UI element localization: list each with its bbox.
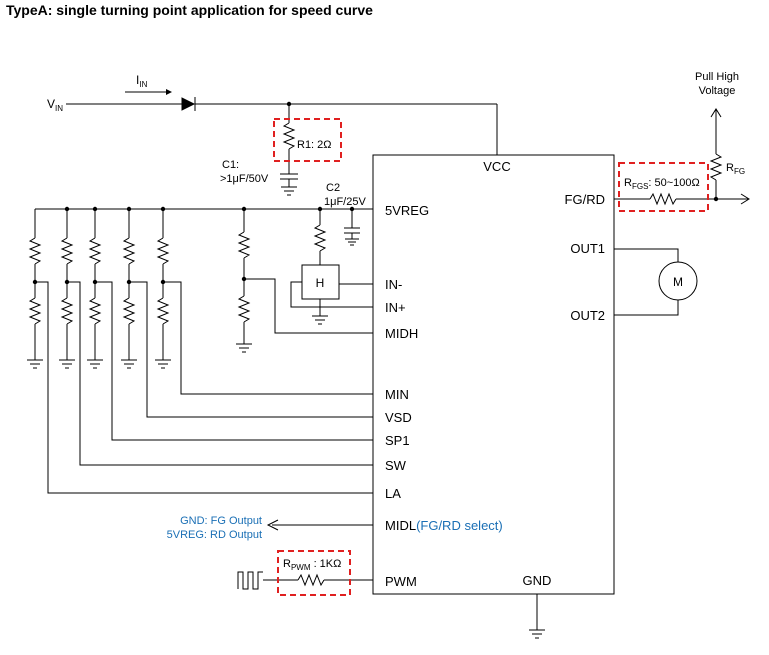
rfgs-resistor [649,192,677,206]
rpwm-highlight-box [277,550,351,596]
pin-la: LA [385,486,401,501]
rpwm-resistor [297,573,325,587]
pin-gnd: GND [523,573,552,588]
pin-midl: MIDL(FG/RD select) [385,518,503,533]
c2-label-line2: 1μF/25V [324,196,366,208]
out1-wire [614,248,679,262]
pin-midh: MIDH [385,326,418,341]
page-title: TypeA: single turning point application … [6,2,373,18]
pin-min: MIN [385,387,409,402]
pin-vsd: VSD [385,410,412,425]
midl-gnd-note: GND: FG Output [180,515,262,527]
pin-sp1: SP1 [385,433,410,448]
ground-icon [312,315,328,325]
rpwm-label: RPWM : 1KΩ [283,558,341,572]
rfgs-label: RFGS: 50~100Ω [624,177,700,191]
pin-5vreg: 5VREG [385,203,429,218]
pullup-arrow-icon [710,108,722,118]
divider-network [27,209,373,494]
rfg-label: RFG [726,162,745,176]
hall-label: H [316,276,325,290]
midl-vreg-note: 5VREG: RD Output [167,529,262,541]
vin-label: VIN [47,97,63,113]
r1-resistor [282,122,296,150]
iin-label: IIN [136,73,148,89]
c2-label-line1: C2 [326,182,340,194]
pwm-waveform-icon [237,571,263,590]
ground-icon [236,343,252,353]
fg-arrow-icon [740,193,750,205]
pin-in-minus: IN- [385,277,402,292]
motor-icon [658,261,698,301]
pin-out2: OUT2 [570,308,605,323]
iin-arrow-icon [125,89,172,95]
diode-icon [181,97,196,111]
ic-body [372,154,615,595]
c1-label-line1: C1: [222,159,239,171]
pin-pwm: PWM [385,574,417,589]
pin-in-plus: IN+ [385,300,406,315]
motor-label: M [673,275,683,289]
c1-label-line2: >1μF/50V [220,173,269,185]
out2-wire [614,300,679,316]
pin-fg-rd: FG/RD [565,192,605,207]
midh-wire [244,278,373,334]
pin-sw: SW [385,458,407,473]
in-plus-wire [290,281,373,308]
midl-arrow-icon [266,519,373,531]
pin-vcc: VCC [483,159,510,174]
rfgs-highlight-box [618,162,709,212]
ground-icon [529,629,545,639]
c1-capacitor [280,173,298,187]
hall-bias-resistor [313,224,327,252]
ground-icon [281,186,297,196]
pull-high-label-2: Voltage [699,85,736,97]
pin-out1: OUT1 [570,241,605,256]
rfg-resistor [709,153,723,181]
r1-highlight-box [273,118,342,162]
c2-capacitor [344,209,360,246]
r1-label: R1: 2Ω [297,139,332,151]
pull-high-label-1: Pull High [695,71,739,83]
